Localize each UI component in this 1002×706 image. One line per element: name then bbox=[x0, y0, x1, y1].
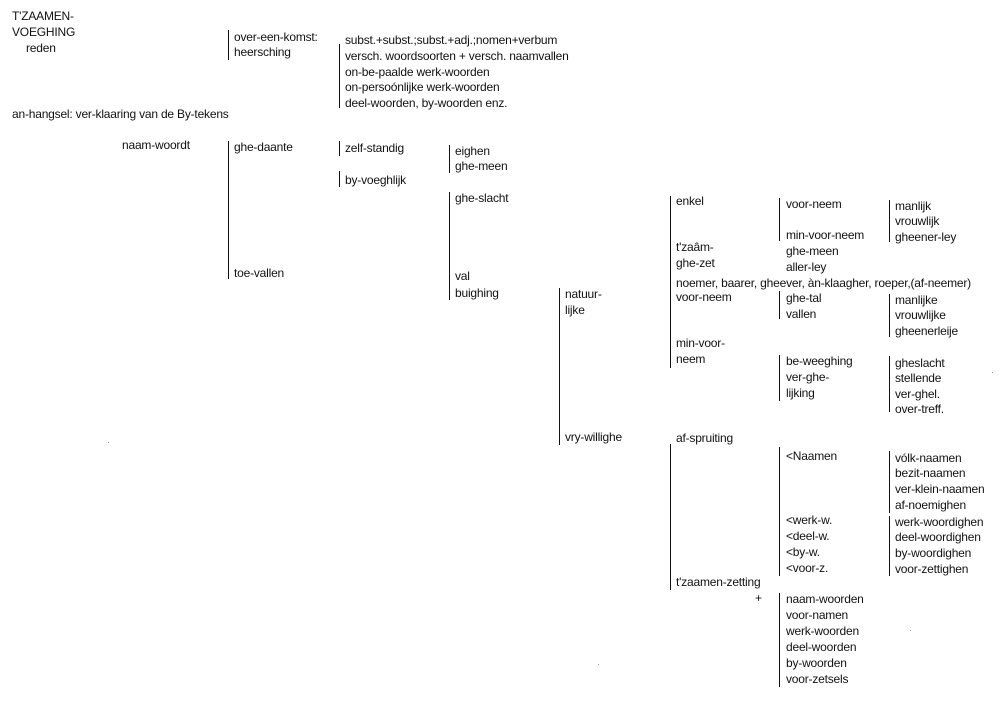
label-subst: subst.+subst.;subst.+adj.;nomen+verbum bbox=[345, 33, 558, 47]
bracket-line bbox=[228, 30, 229, 60]
bracket-line bbox=[670, 444, 671, 590]
label-minvoorneem-a: min-voor-neem bbox=[786, 228, 865, 242]
anhangsel: an-hangsel: ver-klaaring van de By-teken… bbox=[12, 107, 229, 121]
bracket-line bbox=[889, 516, 890, 576]
label-onbepaalde: on-be-paalde werk-woorden bbox=[345, 65, 490, 79]
label-noemer: noemer, baarer, gheever, àn-klaagher, ro… bbox=[676, 276, 971, 290]
scan-speck bbox=[598, 664, 599, 665]
label-voorneem-b: voor-neem bbox=[676, 290, 732, 304]
title-line-3: reden bbox=[26, 41, 56, 55]
label-gheslacht-2: gheslacht bbox=[895, 356, 945, 370]
label-gheenerleije: gheenerleije bbox=[895, 324, 958, 338]
bracket-line bbox=[889, 200, 890, 242]
label-buighing: buighing bbox=[455, 286, 499, 300]
label-byvoeghlijk: by-voeghlijk bbox=[345, 173, 406, 187]
bracket-line bbox=[779, 198, 780, 241]
label-natuurlijke-1: natuur- bbox=[565, 287, 602, 301]
bracket-line bbox=[449, 145, 450, 173]
label-tzaam-2: ghe-zet bbox=[676, 256, 715, 270]
label-zelfstandig: zelf-standig bbox=[345, 141, 404, 155]
label-natuurlijke-2: lijke bbox=[565, 303, 585, 317]
scan-speck bbox=[108, 442, 109, 443]
bracket-line bbox=[779, 593, 780, 687]
label-voorneem-a: voor-neem bbox=[786, 197, 842, 211]
label-vallen: vallen bbox=[786, 307, 817, 321]
label-tzaamenzetting: t'zaamen-zetting bbox=[676, 575, 761, 589]
label-verghel: ver-ghel. bbox=[895, 387, 940, 401]
label-gheslacht: ghe-slacht bbox=[455, 191, 509, 205]
label-naamen: <Naamen bbox=[786, 449, 837, 463]
list-item: werk-woorden bbox=[786, 624, 859, 638]
list-item: deel-woorden bbox=[786, 640, 857, 654]
label-minvoorneem-b-1: min-voor- bbox=[676, 336, 725, 350]
label-onpersoonlijke: on-persoónlijke werk-woorden bbox=[345, 80, 500, 94]
title-line-1: T'ZAAMEN- bbox=[12, 9, 74, 23]
label-vrouwlijk: vrouwlijk bbox=[895, 214, 940, 228]
label-tzaam-1: t'zaâm- bbox=[676, 240, 714, 254]
label-deelwoorden: deel-woorden, by-woorden enz. bbox=[345, 96, 508, 110]
list-item: by-woorden bbox=[786, 656, 847, 670]
label-voorz: <voor-z. bbox=[786, 561, 829, 575]
bracket-line bbox=[779, 447, 780, 576]
list-item: voor-zetsels bbox=[786, 672, 849, 686]
label-heersching: heersching bbox=[234, 45, 291, 59]
bracket-line bbox=[559, 288, 560, 445]
label-eighen: eighen bbox=[455, 144, 490, 158]
label-ghetal: ghe-tal bbox=[786, 291, 822, 305]
label-overeenkomst: over-een-komst: bbox=[234, 30, 318, 44]
label-vrouwlijke: vrouwlijke bbox=[895, 308, 946, 322]
bracket-line bbox=[339, 44, 340, 108]
plus-sign: + bbox=[755, 591, 762, 605]
label-overtreff: over-treff. bbox=[895, 402, 944, 416]
label-allerley: aller-ley bbox=[786, 260, 827, 274]
label-ghemeen: ghe-meen bbox=[455, 159, 508, 173]
label-volknaamen: vólk-naamen bbox=[895, 451, 962, 465]
label-beweeghing: be-weeghing bbox=[786, 354, 853, 368]
label-manlijke: manlijke bbox=[895, 293, 938, 307]
label-afspruiting: af-spruiting bbox=[676, 431, 733, 445]
label-val: val bbox=[455, 269, 470, 283]
bracket-line bbox=[339, 171, 340, 187]
label-werkwoordighen: werk-woordighen bbox=[895, 515, 984, 529]
label-enkel: enkel bbox=[676, 194, 704, 208]
bracket-line bbox=[889, 356, 890, 412]
scan-speck bbox=[992, 372, 993, 373]
list-item: naam-woorden bbox=[786, 592, 864, 606]
bracket-line bbox=[889, 294, 890, 337]
label-byw: <by-w. bbox=[786, 545, 820, 559]
label-bywoordighen: by-woordighen bbox=[895, 546, 972, 560]
bracket-line bbox=[889, 451, 890, 513]
bracket-line bbox=[670, 196, 671, 368]
label-gheenerley: gheener-ley bbox=[895, 230, 957, 244]
label-ghedaante: ghe-daante bbox=[234, 140, 293, 154]
label-stellende: stellende bbox=[895, 371, 942, 385]
label-naamwoordt: naam-woordt bbox=[122, 138, 190, 152]
label-verghelijking-2: lijking bbox=[786, 386, 815, 400]
bracket-line bbox=[779, 291, 780, 319]
label-voorzettighen: voor-zettighen bbox=[895, 562, 969, 576]
bracket-line bbox=[339, 141, 340, 156]
label-ghemeen-2: ghe-meen bbox=[786, 244, 839, 258]
label-vrywillighe: vry-willighe bbox=[565, 430, 622, 444]
list-item: voor-namen bbox=[786, 608, 849, 622]
label-bezitnaamen: bezit-naamen bbox=[895, 466, 966, 480]
label-verghelijking-1: ver-ghe- bbox=[786, 370, 830, 384]
label-minvoorneem-b-2: neem bbox=[676, 352, 706, 366]
label-versch: versch. woordsoorten + versch. naamvalle… bbox=[345, 49, 569, 63]
title-line-2: VOEGHING bbox=[12, 25, 76, 39]
label-toevallen: toe-vallen bbox=[234, 266, 285, 280]
bracket-line bbox=[449, 192, 450, 300]
label-verkleinnaamen: ver-klein-naamen bbox=[895, 482, 985, 496]
bracket-line bbox=[779, 355, 780, 401]
bracket-line bbox=[228, 141, 229, 279]
label-werkw: <werk-w. bbox=[786, 513, 833, 527]
label-deelw: <deel-w. bbox=[786, 529, 830, 543]
label-deelwoordighen: deel-woordighen bbox=[895, 530, 981, 544]
scan-speck bbox=[910, 630, 911, 631]
label-manlijk: manlijk bbox=[895, 199, 931, 213]
label-afnoemighen: af-noemighen bbox=[895, 498, 966, 512]
